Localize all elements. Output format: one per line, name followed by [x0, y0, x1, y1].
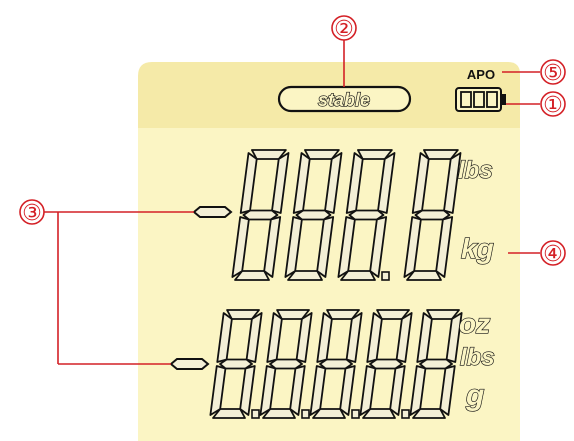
unit-lbs-lower: lbs — [460, 344, 495, 371]
lower-digit-2 — [259, 309, 313, 419]
lower-digit-3-segment-5 — [345, 312, 363, 363]
lower-digit-1-segment-5 — [245, 312, 263, 363]
lower-digit-4-decimal-point — [401, 409, 410, 419]
upper-digit-2-segment-5 — [324, 152, 343, 214]
lower-digit-5-segment-5 — [445, 312, 463, 363]
lower-digit-4-segment-3 — [362, 408, 396, 419]
lower-digit-3-segment-7 — [339, 365, 356, 416]
lower-digit-3 — [309, 309, 363, 419]
lower-digit-1-segment-3 — [212, 408, 246, 419]
upper-digit-3 — [337, 149, 396, 281]
apo-label: APO — [467, 67, 495, 82]
upper-digit-4-segment-5 — [443, 152, 462, 214]
callouts: ② ⑤ ① ④ ③ — [19, 15, 566, 365]
stable-label: stable — [318, 90, 370, 110]
lower-digit-2-segment-7 — [289, 365, 306, 416]
upper-digit-3-decimal-point — [381, 271, 390, 281]
lower-digit-1-segment-4 — [216, 312, 233, 363]
stable-indicator: stable — [277, 85, 412, 113]
callout-stable: ② — [334, 17, 354, 42]
lower-digit-4-segment-5 — [395, 312, 413, 363]
lower-digit-row — [209, 309, 463, 419]
lower-digit-1 — [209, 309, 263, 419]
upper-digit-2-segment-4 — [292, 152, 311, 214]
upper-digit-3-segment-7 — [369, 216, 388, 278]
callout-apo: ⑤ — [543, 61, 563, 86]
unit-kg: kg — [461, 233, 494, 264]
lower-digit-4-segment-6 — [359, 365, 377, 416]
upper-digit-2-segment-6 — [284, 216, 303, 278]
upper-digit-3-segment-4 — [345, 152, 364, 214]
lower-digit-2-segment-3 — [262, 408, 296, 419]
upper-digit-1-segment-2 — [242, 209, 279, 221]
upper-digit-3-segment-2 — [348, 209, 385, 221]
lower-digit-5-segment-3 — [412, 408, 446, 419]
upper-digit-2-segment-7 — [316, 216, 335, 278]
lower-digit-2-segment-4 — [266, 312, 283, 363]
lower-digit-4 — [359, 309, 413, 419]
callout-unit: ④ — [543, 242, 563, 267]
lower-digit-2-segment-6 — [259, 365, 277, 416]
upper-digit-1-segment-5 — [271, 152, 290, 214]
lower-minus-sign — [169, 358, 210, 370]
upper-digit-3-segment-5 — [377, 152, 396, 214]
upper-digit-2 — [284, 149, 343, 281]
lower-digit-3-segment-6 — [309, 365, 327, 416]
callout-battery: ① — [543, 93, 563, 118]
callout-digits: ③ — [22, 201, 42, 226]
upper-minus-sign — [192, 206, 233, 218]
upper-digit-1-segment-3 — [234, 270, 270, 281]
upper-digit-row — [231, 149, 462, 281]
lower-digit-2-decimal-point — [301, 409, 310, 419]
lower-digit-1-segment-6 — [209, 365, 227, 416]
unit-oz: oz — [459, 308, 490, 339]
battery-icon — [455, 87, 506, 112]
upper-digit-4 — [403, 149, 462, 281]
lower-digit-5-segment-7 — [439, 365, 456, 416]
upper-digit-1-segment-7 — [263, 216, 282, 278]
upper-digit-3-segment-6 — [337, 216, 356, 278]
upper-digit-4-segment-3 — [406, 270, 442, 281]
lower-digit-3-segment-4 — [316, 312, 333, 363]
upper-digit-2-segment-2 — [295, 209, 332, 221]
lower-digit-1-segment-7 — [239, 365, 256, 416]
upper-digit-4-segment-7 — [435, 216, 454, 278]
upper-digit-1-segment-6 — [231, 216, 250, 278]
lower-digit-5 — [409, 309, 463, 419]
lower-digit-3-decimal-point — [351, 409, 360, 419]
upper-digit-2-segment-3 — [287, 270, 323, 281]
upper-digit-3-segment-3 — [340, 270, 376, 281]
upper-digit-4-segment-2 — [414, 209, 451, 221]
lower-digit-5-segment-4 — [416, 312, 433, 363]
upper-digit-1 — [231, 149, 290, 281]
lower-digit-1-decimal-point — [251, 409, 260, 419]
unit-lbs-upper: lbs — [458, 157, 493, 184]
lower-digit-5-segment-6 — [409, 365, 427, 416]
upper-digit-4-segment-6 — [403, 216, 422, 278]
upper-digit-1-segment-4 — [239, 152, 258, 214]
lower-digit-3-segment-3 — [312, 408, 346, 419]
lower-digit-4-segment-4 — [366, 312, 383, 363]
upper-digit-4-segment-4 — [411, 152, 430, 214]
lower-digit-2-segment-5 — [295, 312, 313, 363]
lower-digit-4-segment-7 — [389, 365, 406, 416]
unit-g: g — [465, 379, 484, 412]
